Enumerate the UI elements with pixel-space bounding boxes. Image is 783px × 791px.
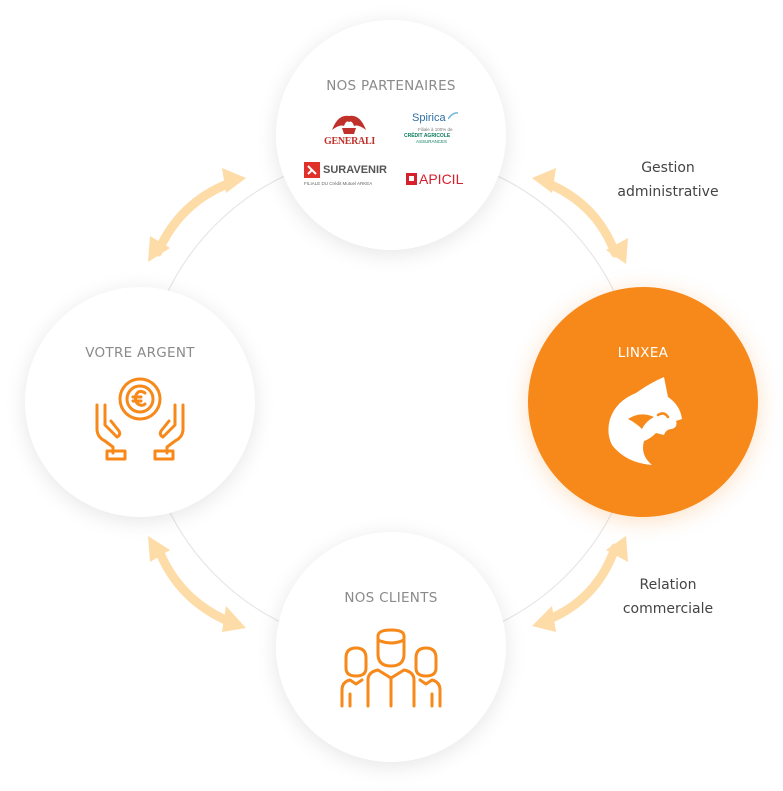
credit-agricole-wordmark: CRÉDIT AGRICOLE [404, 133, 450, 139]
credit-agricole-name: CRÉDIT AGRICOLE [404, 133, 451, 139]
group-of-people-icon [340, 628, 442, 708]
gestion-administrative-label: Gestion administrative [598, 156, 738, 204]
relation-line-1: Relation [639, 577, 697, 593]
hands-euro-coin-icon [95, 377, 185, 461]
winged-lion-icon [332, 115, 366, 134]
suravenir-subtitle: FILIALE DU Crédit Mutuel ARKEA [304, 181, 373, 186]
money-node: VOTRE ARGENT [25, 287, 255, 517]
arrow-bottom-left [153, 543, 235, 627]
clients-node: NOS CLIENTS [276, 532, 506, 762]
linxea-title: LINXEA [617, 345, 669, 361]
money-title: VOTRE ARGENT [85, 345, 195, 361]
gestion-line-2: administrative [617, 184, 719, 200]
apicil-symbol-icon [406, 173, 417, 185]
spirica-subtitle: Filiale à 100% de [418, 127, 453, 132]
generali-wordmark: GENERALI [324, 136, 375, 147]
spirica-swoosh-icon [448, 112, 458, 120]
apicil-logo: APICIL [406, 171, 476, 189]
spirica-logo: Spirica Filiale à 100% de CRÉDIT AGRICOL… [402, 112, 472, 148]
relation-commerciale-label: Relation commerciale [598, 573, 738, 621]
generali-logo: GENERALI [324, 110, 375, 148]
credit-agricole-assurances: ASSURANCES [416, 139, 448, 144]
suravenir-wordmark: SURAVENIR [323, 164, 387, 176]
linxea-node: LINXEA [528, 287, 758, 517]
lynx-head-logo-icon [608, 377, 682, 465]
suravenir-logo: SURAVENIR FILIALE DU Crédit Mutuel ARKEA [304, 162, 394, 190]
gestion-line-1: Gestion [641, 160, 695, 176]
arrow-top-left [153, 178, 235, 257]
arrow-bottom-right [542, 543, 620, 625]
arrow-top-right [542, 178, 620, 258]
apicil-wordmark: APICIL [419, 171, 464, 187]
partners-node: NOS PARTENAIRES GENERALI Spirica Filiale… [276, 20, 506, 250]
clients-title: NOS CLIENTS [344, 590, 438, 606]
partners-title: NOS PARTENAIRES [326, 78, 456, 94]
suravenir-symbol-icon [304, 162, 320, 178]
relation-line-2: commerciale [622, 601, 714, 617]
spirica-wordmark: Spirica [412, 112, 446, 124]
